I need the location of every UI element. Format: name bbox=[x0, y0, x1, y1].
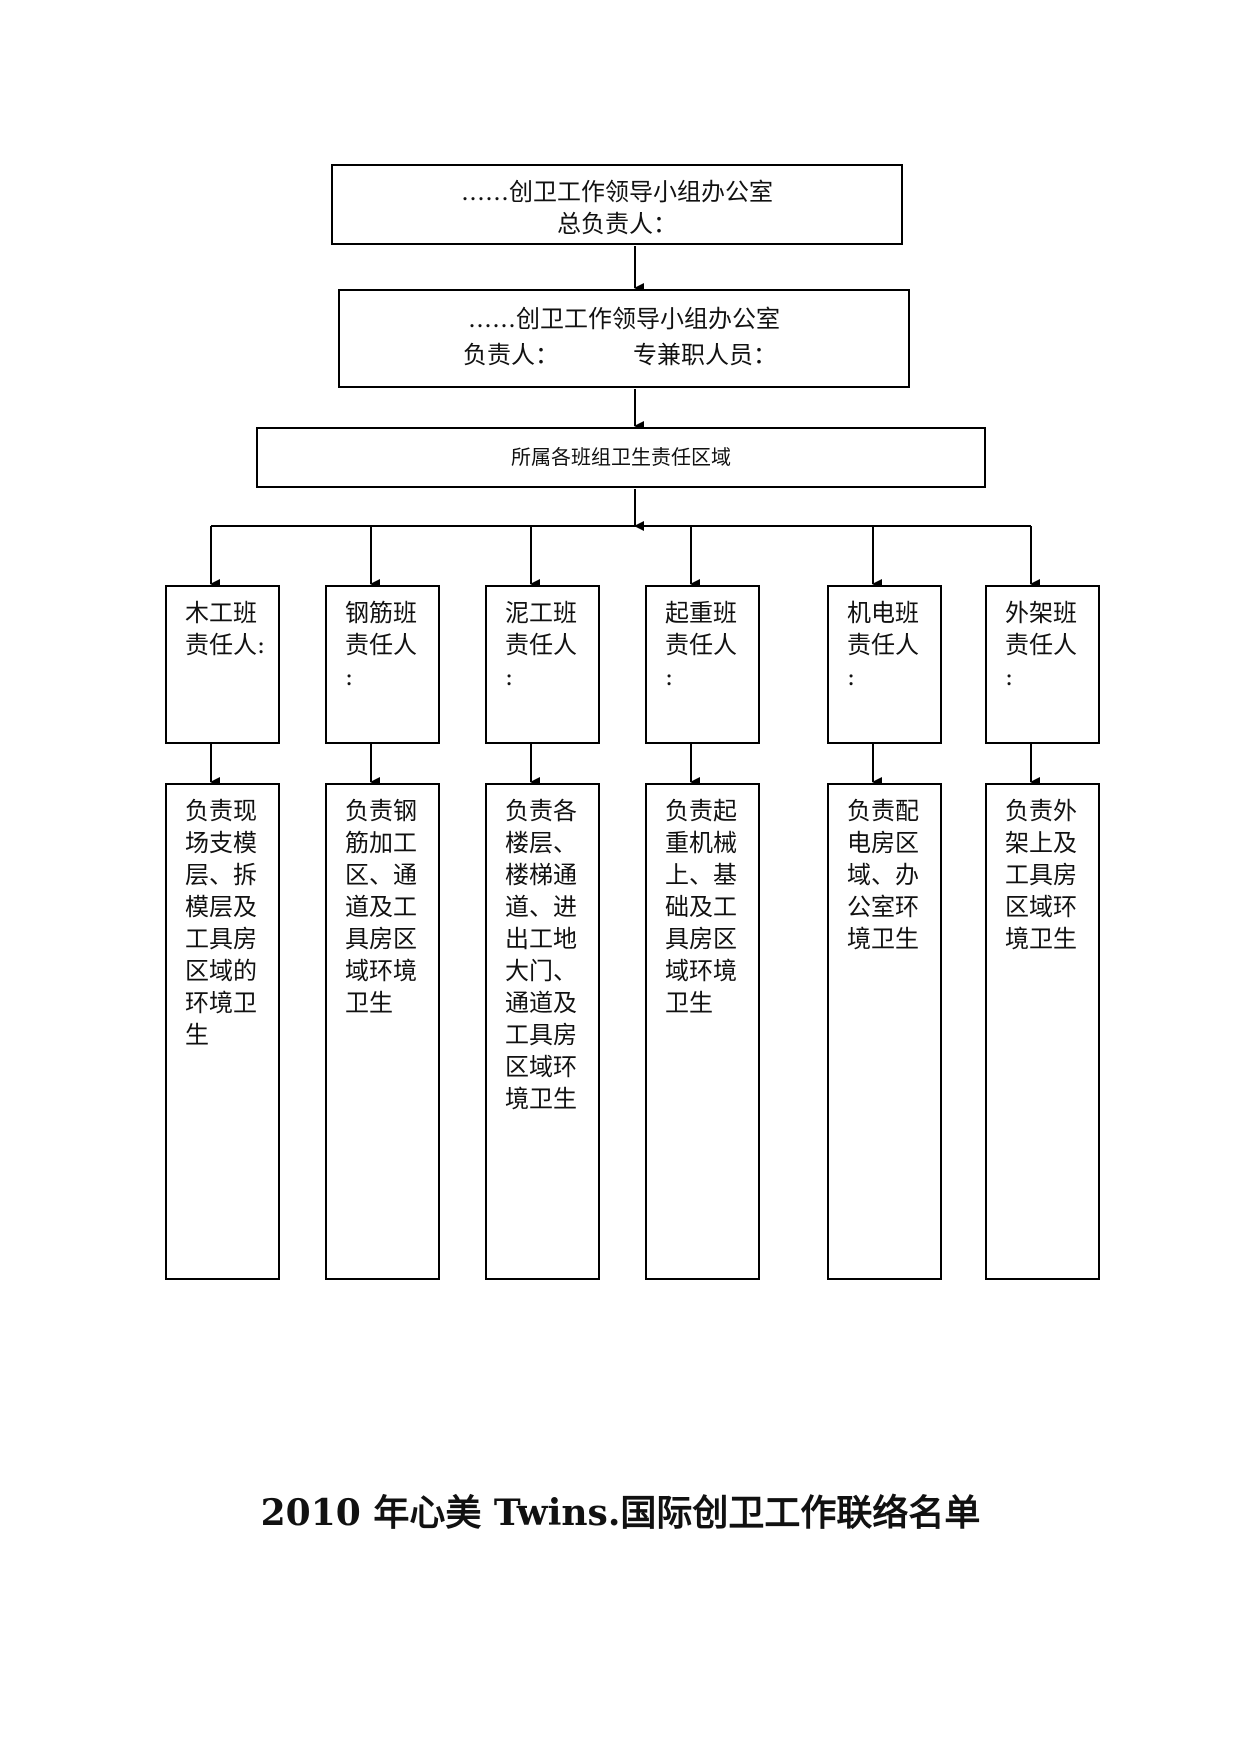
team-name: 外架班 bbox=[1005, 599, 1077, 627]
duty-box-scaffolding: 负责外架上及工具房区域环境卫生 bbox=[985, 783, 1100, 1280]
team-name: 泥工班 bbox=[505, 599, 577, 627]
duty-box-electromechanical: 负责配电房区域、办公室环境卫生 bbox=[827, 783, 942, 1280]
duty-box-rebar: 负责钢筋加工区、通道及工具房区域环境卫生 bbox=[325, 783, 440, 1280]
duty-box-lifting: 负责起重机械上、基础及工具房区域环境卫生 bbox=[645, 783, 760, 1280]
duty-text: 负责起重机械上、基础及工具房区域环境卫生 bbox=[665, 797, 737, 1017]
staff-label: 专兼职人员： bbox=[633, 341, 777, 369]
leadership-office-title: ……创卫工作领导小组办公室 bbox=[461, 178, 773, 206]
team-areas-label: 所属各班组卫生责任区域 bbox=[511, 445, 731, 469]
team-name: 起重班 bbox=[665, 599, 737, 627]
team-box-lifting: 起重班 责任人 : bbox=[645, 585, 760, 744]
chief-responsible-label: 总负责人： bbox=[557, 210, 677, 238]
team-responsible-label: 责任人: bbox=[185, 631, 266, 659]
duty-text: 负责现场支模层、拆模层及工具房区域的环境卫生 bbox=[185, 797, 257, 1049]
team-name: 钢筋班 bbox=[345, 599, 417, 627]
team-box-scaffolding: 外架班 责任人 : bbox=[985, 585, 1100, 744]
team-responsible-label: 责任人 : bbox=[345, 631, 417, 691]
team-box-rebar: 钢筋班 责任人 : bbox=[325, 585, 440, 744]
team-responsible-label: 责任人 : bbox=[847, 631, 919, 691]
team-areas-box: 所属各班组卫生责任区域 bbox=[256, 427, 986, 488]
team-name: 木工班 bbox=[185, 599, 257, 627]
leadership-office-box: ……创卫工作领导小组办公室 总负责人： bbox=[331, 164, 903, 245]
duty-box-masonry: 负责各楼层、楼梯通道、进出工地大门、通道及工具房区域环境卫生 bbox=[485, 783, 600, 1280]
team-box-carpentry: 木工班 责任人: bbox=[165, 585, 280, 744]
responsible-label: 负责人： bbox=[463, 341, 559, 369]
contact-list-title: 2010 年心美 Twins.国际创卫工作联络名单 bbox=[260, 1492, 981, 1534]
duty-text: 负责钢筋加工区、通道及工具房区域环境卫生 bbox=[345, 797, 417, 1017]
team-name: 机电班 bbox=[847, 599, 919, 627]
team-responsible-label: 责任人 : bbox=[665, 631, 737, 691]
duty-text: 负责外架上及工具房区域环境卫生 bbox=[1005, 797, 1077, 953]
duty-text: 负责配电房区域、办公室环境卫生 bbox=[847, 797, 919, 953]
office-title: ……创卫工作领导小组办公室 bbox=[468, 305, 780, 333]
team-box-masonry: 泥工班 责任人 : bbox=[485, 585, 600, 744]
duty-text: 负责各楼层、楼梯通道、进出工地大门、通道及工具房区域环境卫生 bbox=[505, 797, 577, 1113]
team-box-electromechanical: 机电班 责任人 : bbox=[827, 585, 942, 744]
team-responsible-label: 责任人 : bbox=[1005, 631, 1077, 691]
office-staff-box: ……创卫工作领导小组办公室 负责人： 专兼职人员： bbox=[338, 289, 910, 388]
team-responsible-label: 责任人 : bbox=[505, 631, 577, 691]
duty-box-carpentry: 负责现场支模层、拆模层及工具房区域的环境卫生 bbox=[165, 783, 280, 1280]
